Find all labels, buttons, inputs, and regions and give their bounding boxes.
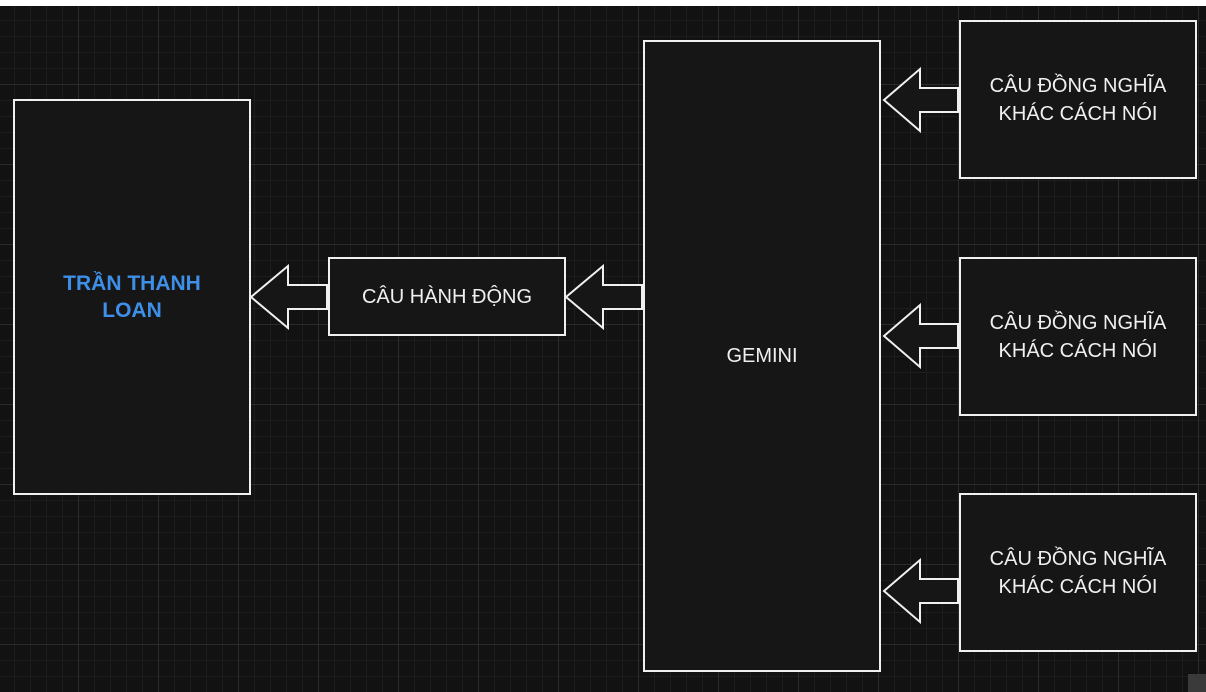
action-sentence-label: CÂU HÀNH ĐỘNG xyxy=(361,285,532,308)
person-box[interactable]: TRẦN THANH LOAN xyxy=(13,99,251,495)
arrow-synonym3-to-gemini xyxy=(882,557,959,625)
arrow-action-to-person xyxy=(249,263,328,331)
gemini-label: GEMINI xyxy=(726,345,798,367)
arrow-synonym1-to-gemini xyxy=(882,66,959,134)
synonym-box-3[interactable]: CÂU ĐỒNG NGHĨA KHÁC CÁCH NÓI xyxy=(959,493,1197,652)
gemini-box[interactable]: GEMINI xyxy=(643,40,881,672)
arrow-synonym2-to-gemini xyxy=(882,302,959,370)
synonym-label-3: CÂU ĐỒNG NGHĨA KHÁC CÁCH NÓI xyxy=(989,547,1167,598)
person-label: TRẦN THANH LOAN xyxy=(63,272,201,322)
synonym-box-2[interactable]: CÂU ĐỒNG NGHĨA KHÁC CÁCH NÓI xyxy=(959,257,1197,416)
arrow-gemini-to-action xyxy=(564,263,643,331)
diagram-canvas: TRẦN THANH LOAN CÂU HÀNH ĐỘNG GEMINI CÂU… xyxy=(0,6,1206,692)
action-sentence-box[interactable]: CÂU HÀNH ĐỘNG xyxy=(328,257,566,336)
resize-corner[interactable] xyxy=(1188,674,1206,692)
synonym-box-1[interactable]: CÂU ĐỒNG NGHĨA KHÁC CÁCH NÓI xyxy=(959,20,1197,179)
synonym-label-1: CÂU ĐỒNG NGHĨA KHÁC CÁCH NÓI xyxy=(989,74,1167,125)
synonym-label-2: CÂU ĐỒNG NGHĨA KHÁC CÁCH NÓI xyxy=(989,311,1167,362)
